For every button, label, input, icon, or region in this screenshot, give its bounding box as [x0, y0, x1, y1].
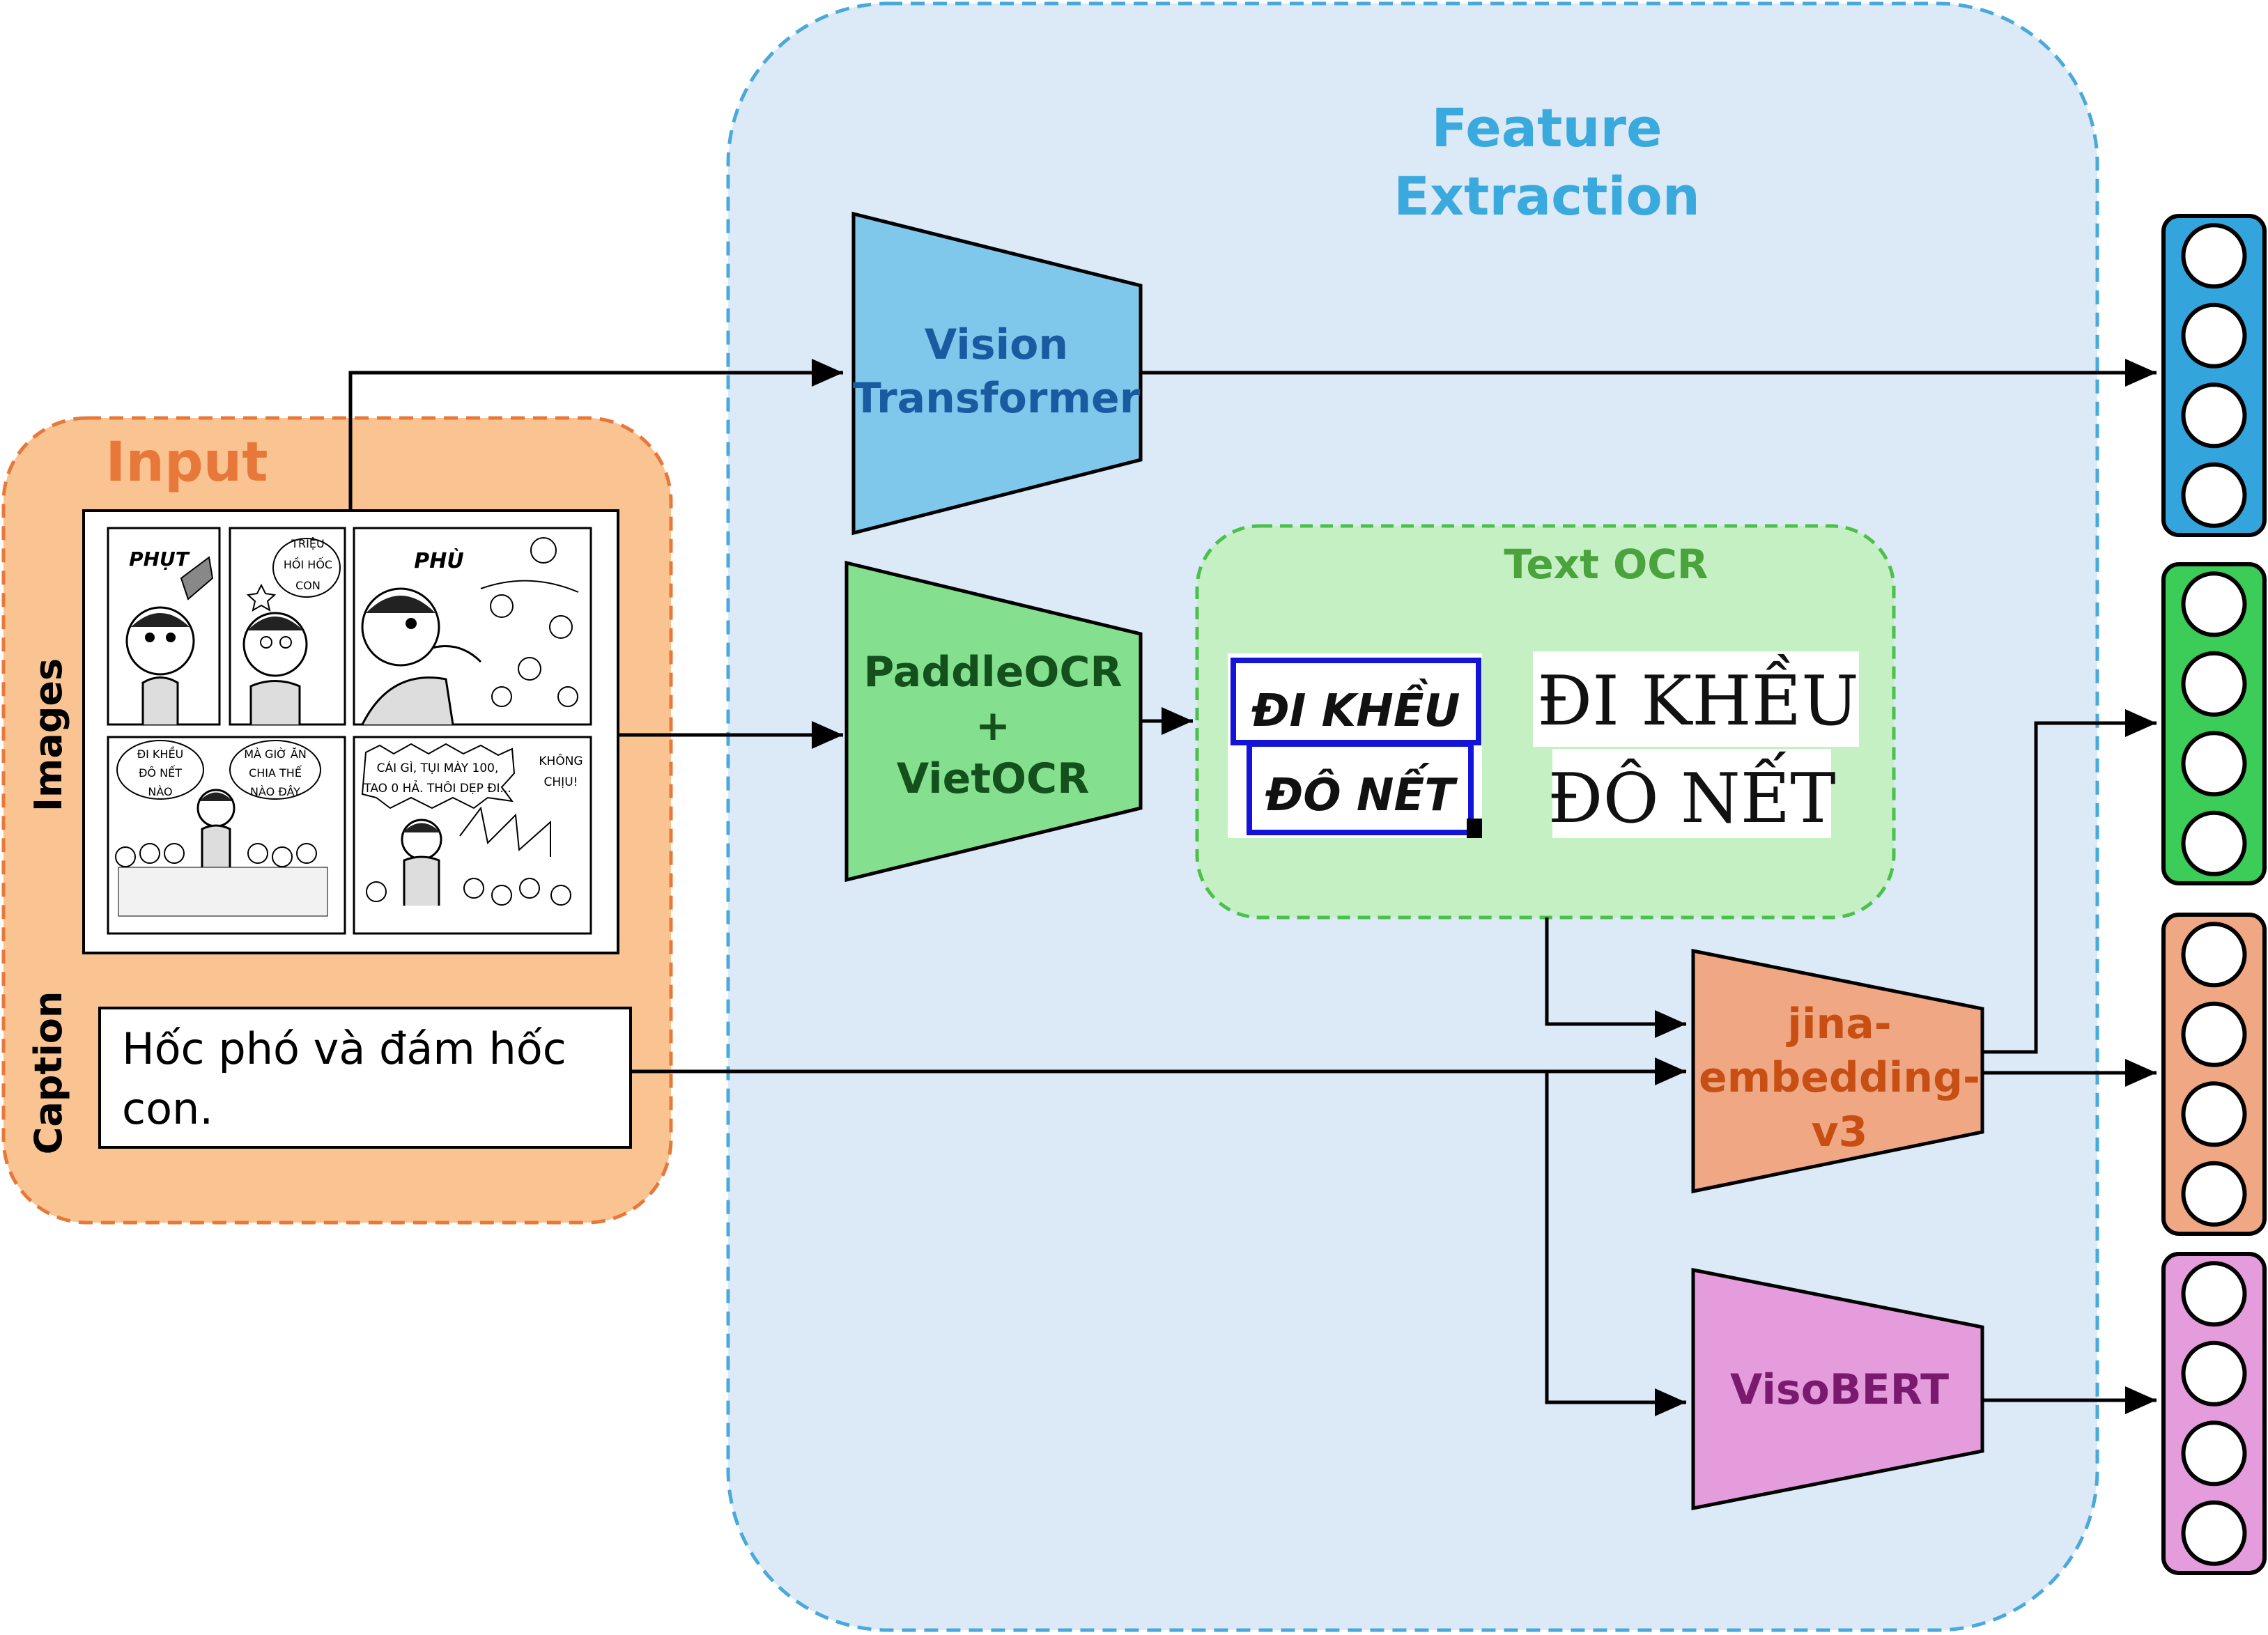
visobert-label: VisoBERT	[1730, 1365, 1949, 1414]
arrow-textocr-to-jina	[1545, 917, 1686, 1038]
output-vector-3-node	[2181, 922, 2247, 988]
output-vector-2-node	[2181, 810, 2247, 876]
comic-text-p5-1: CÁI GÌ, TỤI MÀY 100,	[377, 760, 499, 775]
jina-label-3: v3	[1812, 1108, 1868, 1156]
jina-embedding-block	[1691, 948, 1984, 1194]
comic-text-p4-4: MÀ GIỜ ĂN	[244, 747, 307, 761]
output-vector-2-node	[2181, 731, 2247, 797]
comic-sfx-phut: PHỤT	[129, 548, 190, 571]
output-vector-3-node	[2181, 1161, 2247, 1227]
vision-transformer-label-2: Transformer	[853, 374, 1141, 423]
output-vector-1-node	[2181, 223, 2247, 289]
comic-text-p5-2: TAO 0 HẢ. THÔI DẸP ĐI...	[363, 780, 511, 796]
comic-image: PHỤT TRIỆU HỒI HỐC CON PHÙ ĐI KHỀU ĐÔ	[82, 509, 619, 954]
output-vectors	[2161, 214, 2267, 1575]
ocr-label-1: PaddleOCR	[863, 648, 1122, 697]
ocr-label-3: VietOCR	[897, 754, 1090, 803]
output-vector-2-node	[2181, 651, 2247, 717]
jina-label-2: embedding-	[1699, 1053, 1980, 1102]
output-vector-1-node	[2181, 302, 2247, 369]
output-vector-3-node	[2181, 1001, 2247, 1067]
comic-sfx-phu: PHÙ	[414, 548, 463, 573]
ocr-crop-line-2: ĐÔ NẾT	[1265, 763, 1458, 821]
ocr-result-bg-1	[1533, 651, 1859, 747]
output-vector-3-node	[2181, 1081, 2247, 1147]
output-vector-1	[2161, 214, 2267, 537]
comic-text-p4-1: ĐI KHỀU	[137, 746, 184, 761]
arrow-jina-to-output-green	[1982, 709, 2157, 1054]
comic-text-p5-4: CHỊU!	[544, 775, 578, 789]
arrow-images-to-vit	[348, 359, 843, 511]
arrow-caption-to-visobert	[1545, 1071, 1686, 1416]
output-vector-3	[2161, 913, 2267, 1236]
comic-text-p2-1: TRIỆU	[291, 537, 324, 550]
comic-text-p2-3: CON	[295, 579, 321, 592]
output-vector-4-node	[2181, 1420, 2247, 1487]
visobert-block	[1691, 1267, 1984, 1511]
comic-text-p5-3: KHÔNG	[539, 753, 583, 768]
text-ocr-title: Text OCR	[1504, 541, 1708, 588]
images-label: Images	[26, 658, 70, 812]
ocr-label-2: +	[975, 702, 1010, 750]
output-vector-2	[2161, 562, 2267, 885]
comic-text-p2-2: HỒI HỐC	[284, 557, 332, 571]
caption-text-line-1: Hốc phó và đám hốc	[122, 1023, 566, 1074]
vision-transformer-block	[851, 211, 1143, 536]
caption-label: Caption	[26, 991, 70, 1155]
output-vector-1-node	[2181, 462, 2247, 528]
comic-text-p4-5: CHIA THẾ	[249, 765, 302, 780]
connectors	[348, 359, 2157, 1416]
caption-box	[98, 1007, 632, 1149]
output-vector-4	[2161, 1252, 2267, 1575]
ocr-block	[844, 560, 1143, 883]
ocr-result-line-1: ĐI KHỀU	[1537, 654, 1859, 741]
ocr-detection-box-2	[1247, 741, 1474, 835]
comic-text-p4-3: NÀO	[148, 785, 172, 798]
feature-extraction-title-1: Feature	[1431, 97, 1662, 159]
output-vector-1-node	[2181, 382, 2247, 449]
ocr-crop-line-1: ĐI KHỀU	[1251, 679, 1460, 737]
caption-text-line-2: con.	[122, 1083, 213, 1134]
output-vector-4-node	[2181, 1261, 2247, 1327]
output-vector-2-node	[2181, 571, 2247, 637]
vision-transformer-label-1: Vision	[925, 320, 1068, 369]
input-title: Input	[105, 431, 268, 494]
ocr-result-bg-2	[1552, 749, 1831, 838]
comic-text-p4-6: NÀO ĐÂY	[250, 785, 300, 798]
comic-text-p4-2: ĐÔ NẾT	[139, 765, 182, 780]
output-vector-4-node	[2181, 1500, 2247, 1566]
output-vector-4-node	[2181, 1340, 2247, 1407]
jina-label-1: jina-	[1786, 1000, 1891, 1048]
feature-extraction-title-2: Extraction	[1394, 165, 1700, 227]
ocr-result-line-2: ĐÔ NẾT	[1548, 752, 1835, 839]
